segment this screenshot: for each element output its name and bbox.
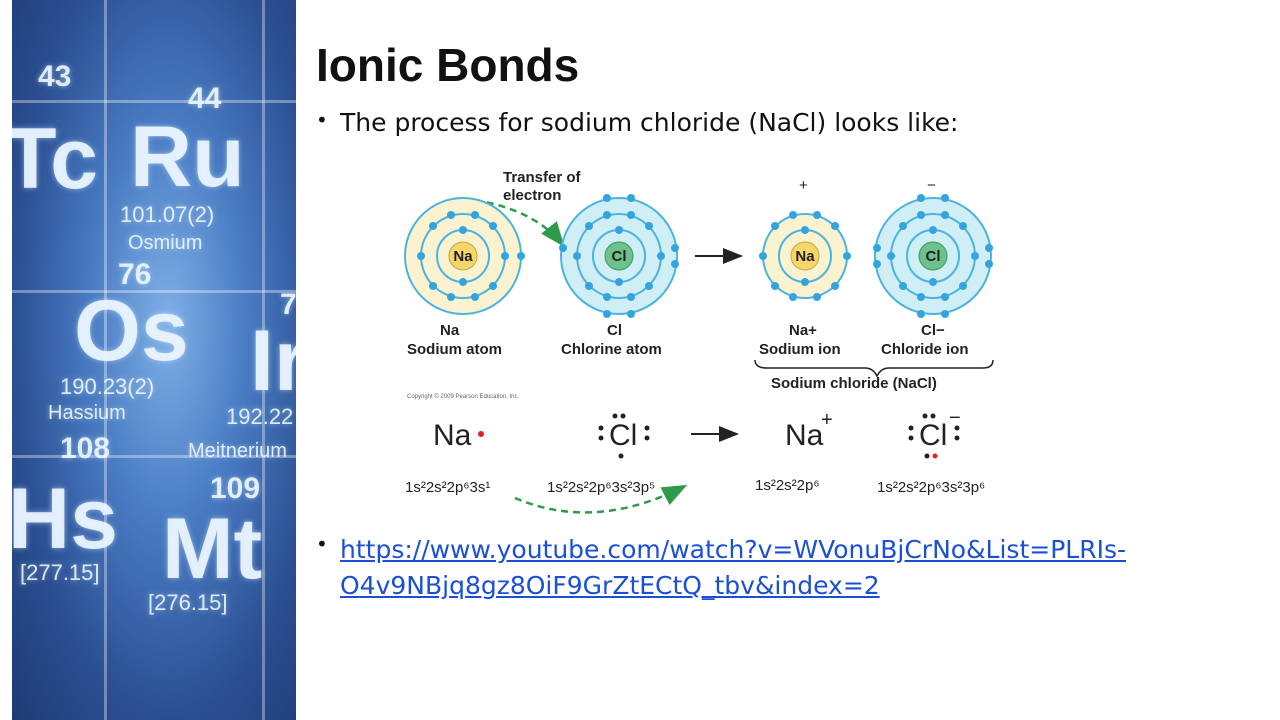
element-symbol: Mt <box>162 501 263 597</box>
element-name: Hassium <box>48 402 126 424</box>
ion-symbol: Cl− <box>921 322 945 339</box>
video-link[interactable]: https://www.youtube.com/watch?v=WVonuBjC… <box>340 535 1126 600</box>
electron-config: 1s²2s²2p⁶3s¹ <box>405 479 490 496</box>
slide-title: Ionic Bonds <box>316 39 580 91</box>
electron-config: 1s²2s²2p⁶3s²3p⁵ <box>547 479 655 496</box>
electron-config: 1s²2s²2p⁶3s²3p⁶ <box>877 479 985 496</box>
lewis-sodium-ion: Na <box>785 419 824 452</box>
ion-name: Chloride ion <box>881 341 969 358</box>
element-number: 77 <box>280 288 296 321</box>
atom-core-label: Cl <box>926 248 941 265</box>
lewis-chloride-ion: Cl <box>919 419 947 452</box>
bullet-text: The process for sodium chloride (NaCl) l… <box>340 108 959 137</box>
atom-core-label: Cl <box>612 248 627 265</box>
ion-charge: − <box>949 407 961 429</box>
element-number: 109 <box>210 472 261 505</box>
atom-symbol: Cl <box>607 322 622 339</box>
electron-transfer-arrow <box>514 484 688 514</box>
transfer-label: Transfer of <box>503 169 582 186</box>
periodic-table-background: 43 Tc 44 Ru 101.07(2) Osmium 76 Os 190.2… <box>12 0 296 720</box>
element-name: Meitnerium <box>188 440 287 462</box>
element-symbol: Os <box>74 283 189 379</box>
atom-symbol: Na <box>440 322 460 339</box>
ion-charge: + <box>799 177 808 194</box>
atom-name: Sodium atom <box>407 341 502 358</box>
element-number: 76 <box>118 258 152 291</box>
element-number: 43 <box>38 60 72 93</box>
element-symbol: Tc <box>12 111 98 207</box>
element-mass: 192.22 <box>226 404 294 429</box>
bullet-icon: • <box>316 108 328 132</box>
bullet-icon: • <box>316 532 328 556</box>
element-mass: 190.23(2) <box>60 374 155 399</box>
element-mass: [277.15] <box>20 560 100 585</box>
electron-config: 1s²2s²2p⁶ <box>755 477 820 494</box>
atom-name: Chlorine atom <box>561 341 662 358</box>
lewis-sodium: Na <box>433 419 472 452</box>
chlorine-atom: Cl <box>559 194 679 318</box>
chloride-ion: Cl <box>873 194 993 318</box>
ionic-bond-figure: Transfer of electron Na Na Sodium atom <box>404 169 994 514</box>
transfer-label: electron <box>503 187 561 204</box>
element-name: Osmium <box>128 232 203 254</box>
atom-core-label: Na <box>453 248 473 265</box>
element-symbol: Ir <box>250 313 296 409</box>
element-mass: [276.15] <box>148 590 228 615</box>
sodium-atom: Na <box>404 197 525 315</box>
compound-label: Sodium chloride (NaCl) <box>771 375 937 392</box>
element-number: 44 <box>188 82 222 115</box>
compound-brace <box>754 359 994 378</box>
element-number: 108 <box>60 432 111 465</box>
sodium-chloride-diagram: Transfer of electron Na Na Sodium atom <box>395 160 1035 520</box>
ion-charge: + <box>821 409 833 431</box>
element-symbol: Hs <box>12 471 118 567</box>
lewis-chlorine: Cl <box>609 419 637 452</box>
atom-core-label: Na <box>795 248 815 265</box>
sodium-ion: Na <box>759 211 851 301</box>
ion-name: Sodium ion <box>759 341 841 358</box>
ion-charge: − <box>927 177 936 194</box>
element-symbol: Ru <box>130 109 245 205</box>
element-mass: 101.07(2) <box>120 202 215 227</box>
copyright-text: Copyright © 2009 Pearson Education, Inc. <box>407 393 519 400</box>
ion-symbol: Na+ <box>789 322 817 339</box>
